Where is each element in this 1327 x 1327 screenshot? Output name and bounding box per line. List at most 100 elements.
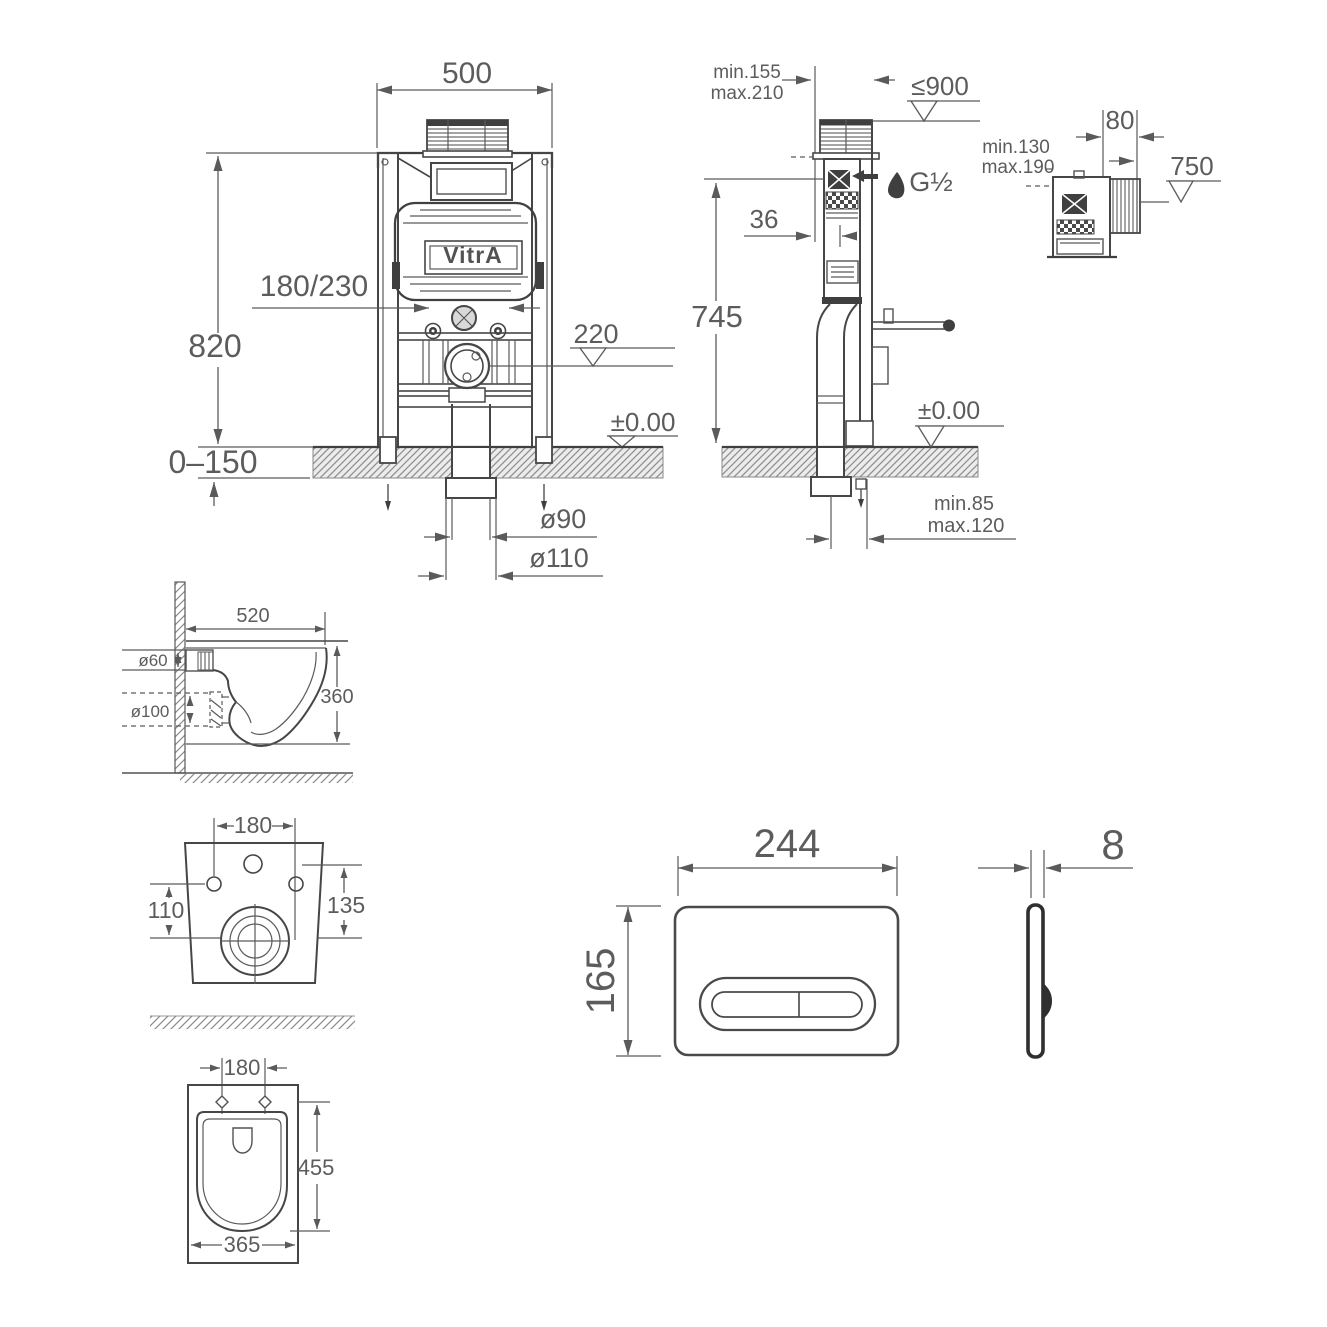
pan-back-body (183, 842, 325, 984)
view-frame-plan: 80 min.130 max.190 750 (982, 105, 1221, 259)
shaft-flange (422, 150, 513, 158)
dim-drain-110: ø110 (529, 543, 589, 573)
plate-side-profile (1026, 903, 1045, 1059)
float-valve (826, 260, 859, 284)
dim-range-max: max.190 (982, 157, 1055, 178)
dim-range-min: min.130 (982, 137, 1050, 158)
flush-duct (1109, 178, 1141, 234)
bolt-hole-right (288, 876, 304, 892)
label-water-connection: G½ (909, 167, 953, 197)
dim-seat-length: 455 (298, 1155, 335, 1180)
dim-depth-min: min.155 (713, 62, 781, 83)
dim-pan-height: 360 (320, 686, 353, 708)
dim-frame-height: 820 (188, 328, 241, 364)
dim-inlet-offset: 36 (750, 204, 779, 234)
level-marker-triangle (916, 425, 946, 449)
drain-bracket (448, 387, 486, 403)
anchor-bolt (855, 478, 867, 490)
dim-bolt-spacing-pan: 180 (234, 812, 272, 838)
dim-plate-thickness: 8 (1101, 821, 1124, 868)
brand-logo: VitrA (443, 242, 503, 268)
dim-seat-width: 365 (224, 1232, 261, 1257)
ground-hatch (150, 1016, 355, 1029)
seat-hinge-right (258, 1095, 272, 1109)
dim-hinge-spacing: 180 (224, 1055, 261, 1080)
view-frame-side: min.155 max.210 ≤900 G½ (691, 62, 1016, 549)
level-marker-triangle (607, 435, 637, 448)
seat-hinge-left (215, 1095, 229, 1109)
floor-hatch (180, 774, 353, 783)
dim-outlet-d: ø100 (131, 702, 170, 721)
seat-outline (196, 1111, 288, 1233)
frame-foot-right (535, 436, 553, 464)
dim-outlet-max: max.120 (928, 515, 1005, 537)
pan-plan-body (187, 1084, 299, 1264)
dim-drain-offset-side: 110 (148, 897, 185, 923)
cistern (393, 201, 538, 302)
dim-drain-offset-top: 135 (327, 892, 365, 918)
valve-mechanism (825, 191, 859, 210)
level-750: 750 (1170, 151, 1213, 181)
dim-inlet-d: ø60 (138, 651, 167, 670)
dim-bolt-spacing: 180/230 (260, 270, 368, 303)
anchor-bolt (541, 501, 547, 511)
brace (397, 157, 431, 178)
water-drop-icon (887, 172, 905, 199)
cistern-clip (536, 262, 544, 289)
outlet-spigot (209, 691, 223, 728)
brand-plate (424, 240, 523, 275)
flush-recess (232, 1127, 253, 1154)
view-plate-front: 244 165 (579, 822, 900, 1057)
level-marker-triangle (1167, 180, 1195, 204)
view-frame-front: 500 820 VitrA (169, 57, 678, 581)
dim-plate-width: 244 (754, 822, 821, 866)
valve-mechanism (1056, 219, 1095, 235)
dim-duct-depth: 80 (1106, 105, 1135, 135)
drain-pipe (816, 303, 831, 447)
level-marker-triangle (909, 100, 939, 123)
floor-slab-side (721, 446, 979, 478)
cross-member (397, 332, 533, 341)
dim-plate-height: 165 (579, 948, 623, 1015)
dim-outlet-min: min.85 (934, 493, 994, 515)
pan-outline (212, 647, 328, 747)
dim-depth-max: max.210 (711, 83, 784, 104)
flush-button-inner (711, 991, 863, 1018)
level-marker-triangle (578, 347, 608, 368)
bracket-plate (871, 346, 889, 385)
wall-section (174, 581, 186, 774)
dim-pan-depth: 520 (236, 605, 269, 627)
frame-rail-left (377, 152, 399, 448)
frame-foot-left (379, 436, 397, 464)
view-plate-side: 8 (978, 821, 1133, 1059)
level-900: ≤900 (911, 71, 969, 101)
anchor-bolt (385, 501, 391, 511)
pipe-collar-side (810, 476, 852, 497)
level-220: 220 (573, 319, 618, 349)
view-pan-side: 520 ø60 ø100 360 (122, 581, 354, 783)
bolt-hole-left (206, 876, 222, 892)
mounting-bolt-right (489, 322, 507, 340)
dim-frame-width: 500 (442, 57, 492, 90)
pipe-collar (445, 477, 497, 499)
inlet-connector (197, 651, 214, 671)
frame-foot-side (845, 420, 874, 447)
cistern-clip (392, 262, 400, 289)
view-pan-back: 180 110 135 (148, 812, 365, 1029)
frame-plate (1052, 176, 1111, 258)
rail-bolt (541, 158, 549, 166)
view-pan-plan: 180 455 365 (187, 1055, 335, 1264)
mounting-bolt-left (424, 322, 442, 340)
dim-inlet-height: 745 (691, 299, 743, 334)
level-zero-side: ±0.00 (918, 397, 980, 425)
frame-rail-right (531, 152, 553, 448)
stud-cap (943, 319, 955, 332)
inlet-hole (243, 854, 263, 874)
inlet-arrow (852, 170, 864, 182)
level-zero-front: ±0.00 (611, 407, 676, 437)
dim-floor-range: 0–150 (169, 444, 258, 480)
dim-drain-90: ø90 (540, 504, 587, 534)
plate-button-bump (1043, 983, 1052, 1019)
